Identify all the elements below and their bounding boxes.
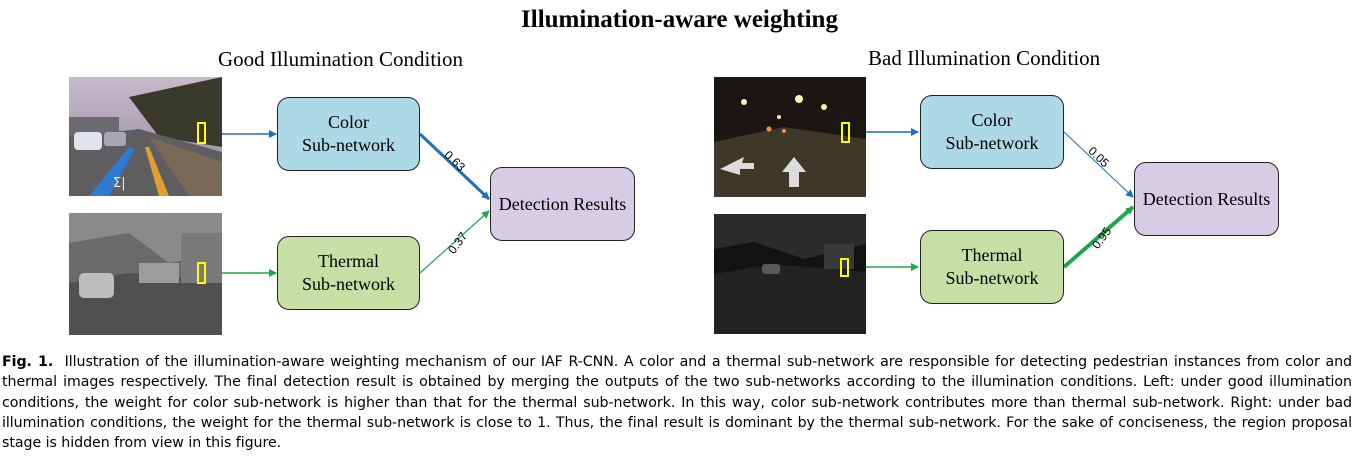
box-label-line2: Sub-network — [302, 135, 395, 155]
left-color-weight-arrow — [418, 132, 491, 201]
left-detection-results-box: Detection Results — [490, 167, 635, 241]
caption-text: Illustration of the illumination-aware w… — [2, 354, 1353, 452]
box-label-line2: Sub-network — [945, 268, 1039, 288]
right-color-weight-arrow — [1063, 131, 1134, 198]
right-panel-heading: Bad Illumination Condition — [868, 46, 1101, 70]
box-label-line1: Thermal — [961, 245, 1023, 265]
caption-label: Fig. 1. — [2, 354, 54, 370]
box-label-line1: Color — [327, 112, 369, 132]
thermal-image-daytime — [69, 213, 222, 335]
figure-title: Illumination-aware weighting — [521, 6, 838, 33]
right-detection-results-box: Detection Results — [1134, 162, 1279, 236]
color-image-daytime: Σ| — [69, 77, 222, 196]
svg-text:Σ|: Σ| — [113, 176, 126, 191]
box-label-line1: Thermal — [318, 251, 379, 271]
connector-arrows — [222, 128, 1135, 277]
right-thermal-weight-arrow — [1062, 205, 1135, 269]
left-panel-heading: Good Illumination Condition — [218, 47, 463, 71]
pedestrian-box-marker — [841, 122, 850, 143]
box-label-line2: Sub-network — [302, 274, 395, 294]
pedestrian-box-marker — [197, 262, 206, 284]
left-thermal-weight-arrow — [419, 210, 490, 274]
color-image-night — [714, 77, 866, 197]
box-label-line1: Color — [971, 110, 1013, 130]
pedestrian-box-marker — [840, 258, 849, 277]
pedestrian-box-marker — [197, 122, 206, 144]
figure-caption: Fig. 1. Illustration of the illumination… — [2, 352, 1352, 453]
box-label-line2: Sub-network — [945, 133, 1039, 153]
